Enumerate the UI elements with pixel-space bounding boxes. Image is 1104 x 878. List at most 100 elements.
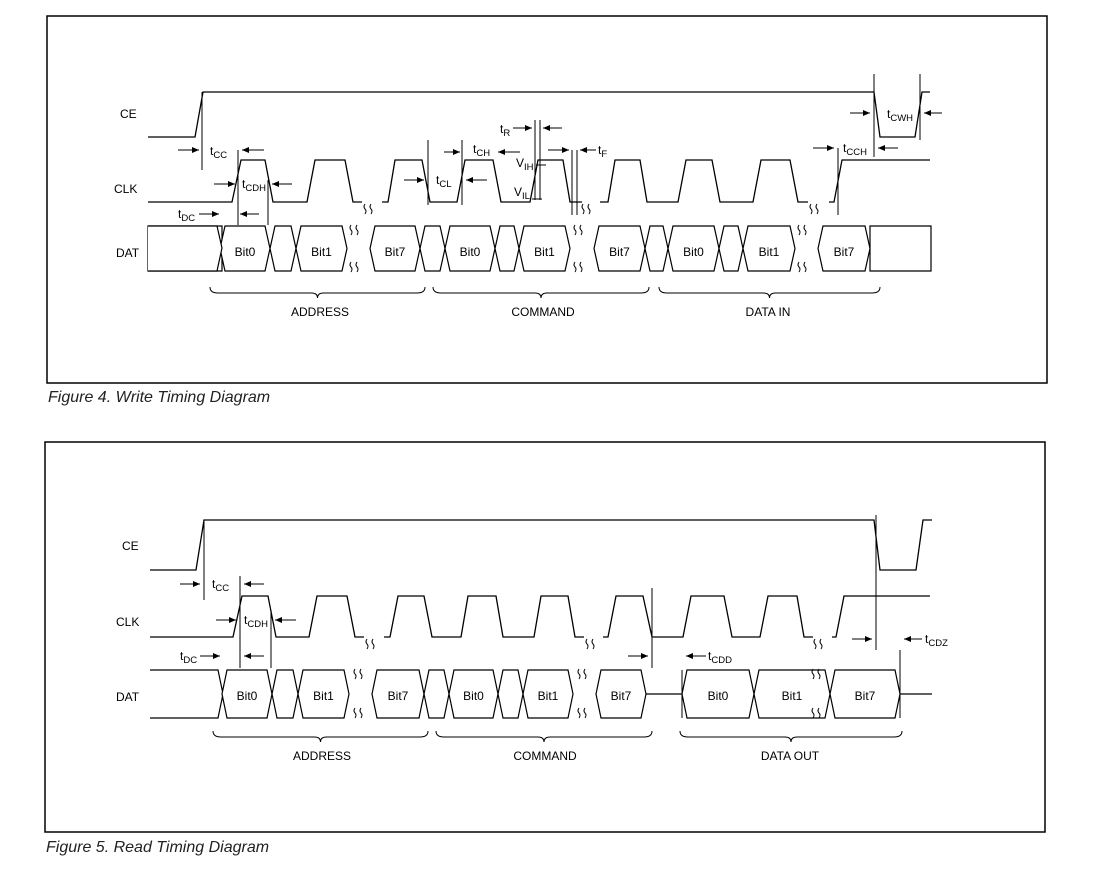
fig4-tr-label: tR	[500, 122, 510, 139]
fig4-tdc-arrow-right-head	[240, 211, 247, 217]
fig4-ce-waveform	[148, 91, 930, 138]
fig5-clk-seg1	[150, 595, 364, 638]
fig5-signal-clk: CLK	[116, 615, 139, 629]
fig4-brace-command	[432, 286, 650, 299]
fig4-dat-cell	[419, 225, 446, 272]
fig4-tcch-label: tCCH	[843, 141, 867, 158]
fig5-dat-break-icon	[577, 707, 587, 719]
fig5-tcdh-arrow-left-head	[229, 617, 236, 623]
fig4-dat-break-icon	[573, 224, 583, 236]
fig5-dat-break-icon	[353, 707, 363, 719]
fig4-bit-label: Bit7	[834, 245, 855, 259]
fig4-dat-break-icon	[573, 261, 583, 273]
fig5-clk-seg3	[603, 595, 813, 638]
fig4-tch-arrow-right-head	[498, 149, 505, 155]
fig4-signal-dat: DAT	[116, 246, 140, 260]
fig5-tcdz-label: tCDZ	[925, 632, 948, 649]
fig4-tcl-arrow-right-head	[466, 177, 473, 183]
fig5-dat-break-icon	[577, 668, 587, 680]
fig4-tcc-arrow-left-head	[192, 147, 199, 153]
fig5-dat-cell	[497, 669, 524, 719]
fig4-dat-cell	[518, 225, 571, 272]
fig4-signal-clk: CLK	[114, 182, 137, 196]
fig5-dat-break-icon	[353, 668, 363, 680]
fig5-brace-address	[212, 730, 429, 743]
fig4-tdc-arrow-left-head	[212, 211, 219, 217]
fig4-clk-break-icon	[363, 203, 373, 215]
fig4-bit-label: Bit1	[759, 245, 780, 259]
fig5-clk-seg2	[384, 595, 584, 638]
fig4-dat-idle-left	[148, 225, 223, 272]
fig4-clk-break-icon	[581, 203, 591, 215]
fig4-dat-cell	[869, 225, 932, 272]
fig4-group-address: ADDRESS	[291, 305, 349, 319]
fig4-bit-label: Bit1	[534, 245, 555, 259]
fig5-dat-break-icon	[811, 668, 821, 680]
fig5-signal-ce: CE	[122, 539, 139, 553]
fig5-brace-command	[435, 730, 653, 743]
fig5-bit-label: Bit1	[782, 689, 803, 703]
fig4-clk-break-icon	[809, 203, 819, 215]
fig4-tcwh-arrow-right-head	[924, 110, 931, 116]
fig5-brace-data	[679, 730, 903, 743]
fig4-clk-seg1	[148, 159, 362, 203]
fig5-tcdd-arrow-right-head	[686, 653, 693, 659]
fig4-tcwh-arrow-left-head	[863, 110, 870, 116]
fig4-tch-arrow-left-head	[453, 149, 460, 155]
fig4-dat-break-icon	[797, 261, 807, 273]
fig5-tcc-arrow-left-head	[193, 581, 200, 587]
fig5-group-data-out: DATA OUT	[761, 749, 820, 763]
fig4-bit-label: Bit1	[311, 245, 332, 259]
fig5-group-address: ADDRESS	[293, 749, 351, 763]
fig5-bit-label: Bit7	[855, 689, 876, 703]
fig4-dat-cell	[718, 225, 744, 272]
fig5-dat-cell	[297, 669, 350, 719]
fig5-tdc-arrow-left-head	[213, 653, 220, 659]
fig5-tcc-arrow-right-head	[244, 581, 251, 587]
fig4-tch-label: tCH	[473, 142, 490, 159]
fig4-vih-label: VIH	[516, 156, 534, 173]
fig4-bit-label: Bit0	[683, 245, 704, 259]
fig5-tcdd-arrow-left-head	[641, 653, 648, 659]
fig5-signal-dat: DAT	[116, 690, 140, 704]
fig4-tcch-arrow-left-head	[827, 145, 834, 151]
figure-4-caption: Figure 4. Write Timing Diagram	[48, 389, 271, 406]
fig5-dat-cell	[423, 669, 450, 719]
fig4-tr-arrow-right-head	[543, 125, 550, 131]
fig4-vil-label: VIL	[514, 185, 530, 202]
fig5-tdc-label: tDC	[180, 649, 197, 666]
fig5-tcdz-arrow-left-head	[865, 636, 872, 642]
fig4-dat-cell	[742, 225, 796, 272]
fig4-signal-ce: CE	[120, 107, 137, 121]
fig4-tdc-label: tDC	[178, 207, 195, 224]
fig4-tf-label: tF	[598, 143, 607, 160]
fig4-dat-cell	[295, 225, 348, 272]
fig4-dat-cell	[269, 225, 297, 272]
fig5-dat-cell	[522, 669, 574, 719]
fig5-tcdd-label: tCDD	[708, 649, 732, 666]
fig5-bit-label: Bit7	[611, 689, 632, 703]
fig4-dat-cell	[644, 225, 669, 272]
fig4-group-data-in: DATA IN	[746, 305, 791, 319]
fig4-tcdh-label: tCDH	[242, 177, 266, 194]
fig4-brace-address	[209, 286, 426, 299]
fig4-tf-arrow-left-head	[562, 147, 569, 153]
fig4-group-command: COMMAND	[511, 305, 575, 319]
fig5-clk-break-icon	[585, 638, 595, 650]
fig4-tcdh-arrow-right-head	[272, 181, 279, 187]
fig4-clk-seg4	[829, 159, 930, 203]
fig4-tcl-arrow-left-head	[417, 177, 424, 183]
fig5-tcdh-arrow-right-head	[275, 617, 282, 623]
fig5-clk-break-icon	[813, 638, 823, 650]
fig4-tcl-label: tCL	[436, 173, 452, 190]
fig4-clk-seg3	[600, 159, 808, 203]
fig5-tdc-arrow-right-head	[244, 653, 251, 659]
fig5-bit-label: Bit0	[463, 689, 484, 703]
figure-5-caption: Figure 5. Read Timing Diagram	[46, 839, 270, 856]
fig4-dat-break-icon	[349, 261, 359, 273]
fig4-tcwh-label: tCWH	[887, 107, 913, 124]
fig5-bit-label: Bit0	[237, 689, 258, 703]
fig5-tcc-label: tCC	[212, 577, 229, 594]
fig4-dat-break-icon	[349, 224, 359, 236]
fig5-dat-cell	[271, 669, 299, 719]
